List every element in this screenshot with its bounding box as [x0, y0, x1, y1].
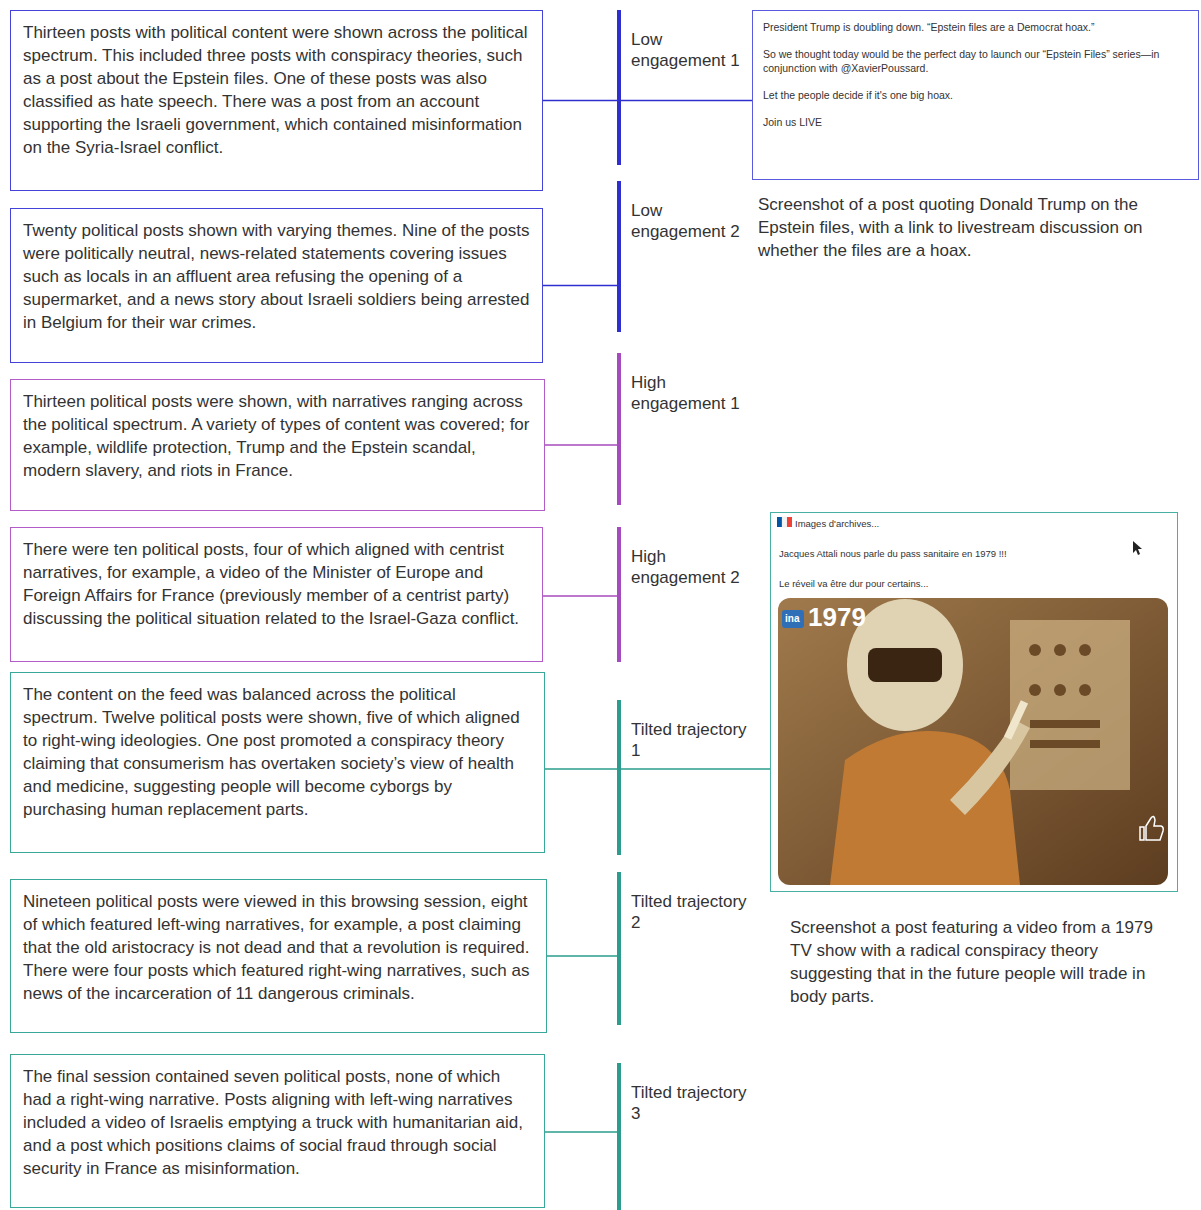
flag-stripe: [787, 517, 792, 527]
post-text: Let the people decide if it's one big ho…: [763, 88, 1188, 102]
connector-line: [543, 285, 617, 287]
post-text: So we thought today would be the perfect…: [763, 47, 1188, 75]
session-bar: High engagement 1: [617, 353, 751, 505]
figure-caption: Screenshot of a post quoting Donald Trum…: [758, 193, 1196, 262]
session-box: Thirteen political posts were shown, wit…: [10, 379, 545, 511]
session-label: High engagement 1: [631, 372, 747, 414]
session-label: Low engagement 1: [631, 29, 747, 71]
session-summary: The final session contained seven politi…: [23, 1065, 532, 1180]
mouse-cursor: [1133, 541, 1142, 555]
session-bar: Low engagement 2: [617, 181, 751, 332]
session-summary: Thirteen political posts were shown, wit…: [23, 390, 532, 482]
session-box: There were ten political posts, four of …: [10, 527, 543, 662]
connector-line: [543, 100, 617, 102]
session-label: Tilted trajectory 2: [631, 891, 747, 933]
session-bar: Tilted trajectory 1: [617, 700, 751, 855]
post-screenshot: President Trump is doubling down. “Epste…: [752, 10, 1199, 180]
connector-line: [621, 768, 770, 770]
figure-tool: [1004, 700, 1028, 740]
post-text: President Trump is doubling down. “Epste…: [763, 20, 1188, 34]
figure-caption: Screenshot a post featuring a video from…: [790, 916, 1162, 1008]
post-text: Le réveil va être dur pour certains...: [779, 577, 1169, 590]
flag-stripe: [782, 517, 787, 527]
connector-line: [547, 955, 617, 957]
session-label: High engagement 2: [631, 546, 747, 588]
connector-line: [545, 768, 617, 770]
session-box: The content on the feed was balanced acr…: [10, 672, 545, 853]
session-summary: Twenty political posts shown with varyin…: [23, 219, 530, 334]
session-label: Tilted trajectory 1: [631, 719, 747, 761]
session-summary: There were ten political posts, four of …: [23, 538, 530, 630]
session-label: Low engagement 2: [631, 200, 747, 242]
post-screenshot: Images d'archives... Jacques Attali nous …: [770, 512, 1178, 892]
ina-logo-box: [782, 610, 804, 628]
video-background: [778, 598, 1168, 885]
connector-line: [545, 1131, 617, 1133]
video-year: 1979: [808, 602, 888, 632]
flag-stripe: [777, 517, 782, 527]
like-icon: [1140, 816, 1163, 840]
session-bar: Tilted trajectory 2: [617, 872, 751, 1025]
french-flag: [777, 517, 792, 527]
session-label: Tilted trajectory 3: [631, 1082, 747, 1124]
post-text: Join us LIVE: [763, 115, 1188, 129]
machine-dials: [1029, 644, 1100, 748]
post-text: Jacques Attali nous parle du pass sanita…: [779, 547, 1169, 560]
session-bar: Tilted trajectory 3: [617, 1063, 751, 1210]
session-box: Nineteen political posts were viewed in …: [10, 879, 547, 1033]
connector-line: [545, 444, 617, 446]
figure-arm: [950, 720, 1030, 815]
video-still: [778, 598, 1168, 885]
session-box: Twenty political posts shown with varyin…: [10, 208, 543, 363]
session-bar: Low engagement 1: [617, 10, 751, 165]
figure-visor: [868, 648, 942, 682]
session-summary: The content on the feed was balanced acr…: [23, 683, 532, 821]
session-summary: Nineteen political posts were viewed in …: [23, 890, 534, 1005]
logo-text: ina: [785, 611, 805, 627]
connector-line: [543, 595, 617, 597]
session-summary: Thirteen posts with political content we…: [23, 21, 530, 159]
session-bar: High engagement 2: [617, 527, 751, 662]
post-text: Images d'archives...: [779, 517, 1169, 530]
connector-line: [621, 100, 752, 102]
session-box: Thirteen posts with political content we…: [10, 10, 543, 191]
session-box: The final session contained seven politi…: [10, 1054, 545, 1208]
machine-panel: [1010, 620, 1130, 790]
